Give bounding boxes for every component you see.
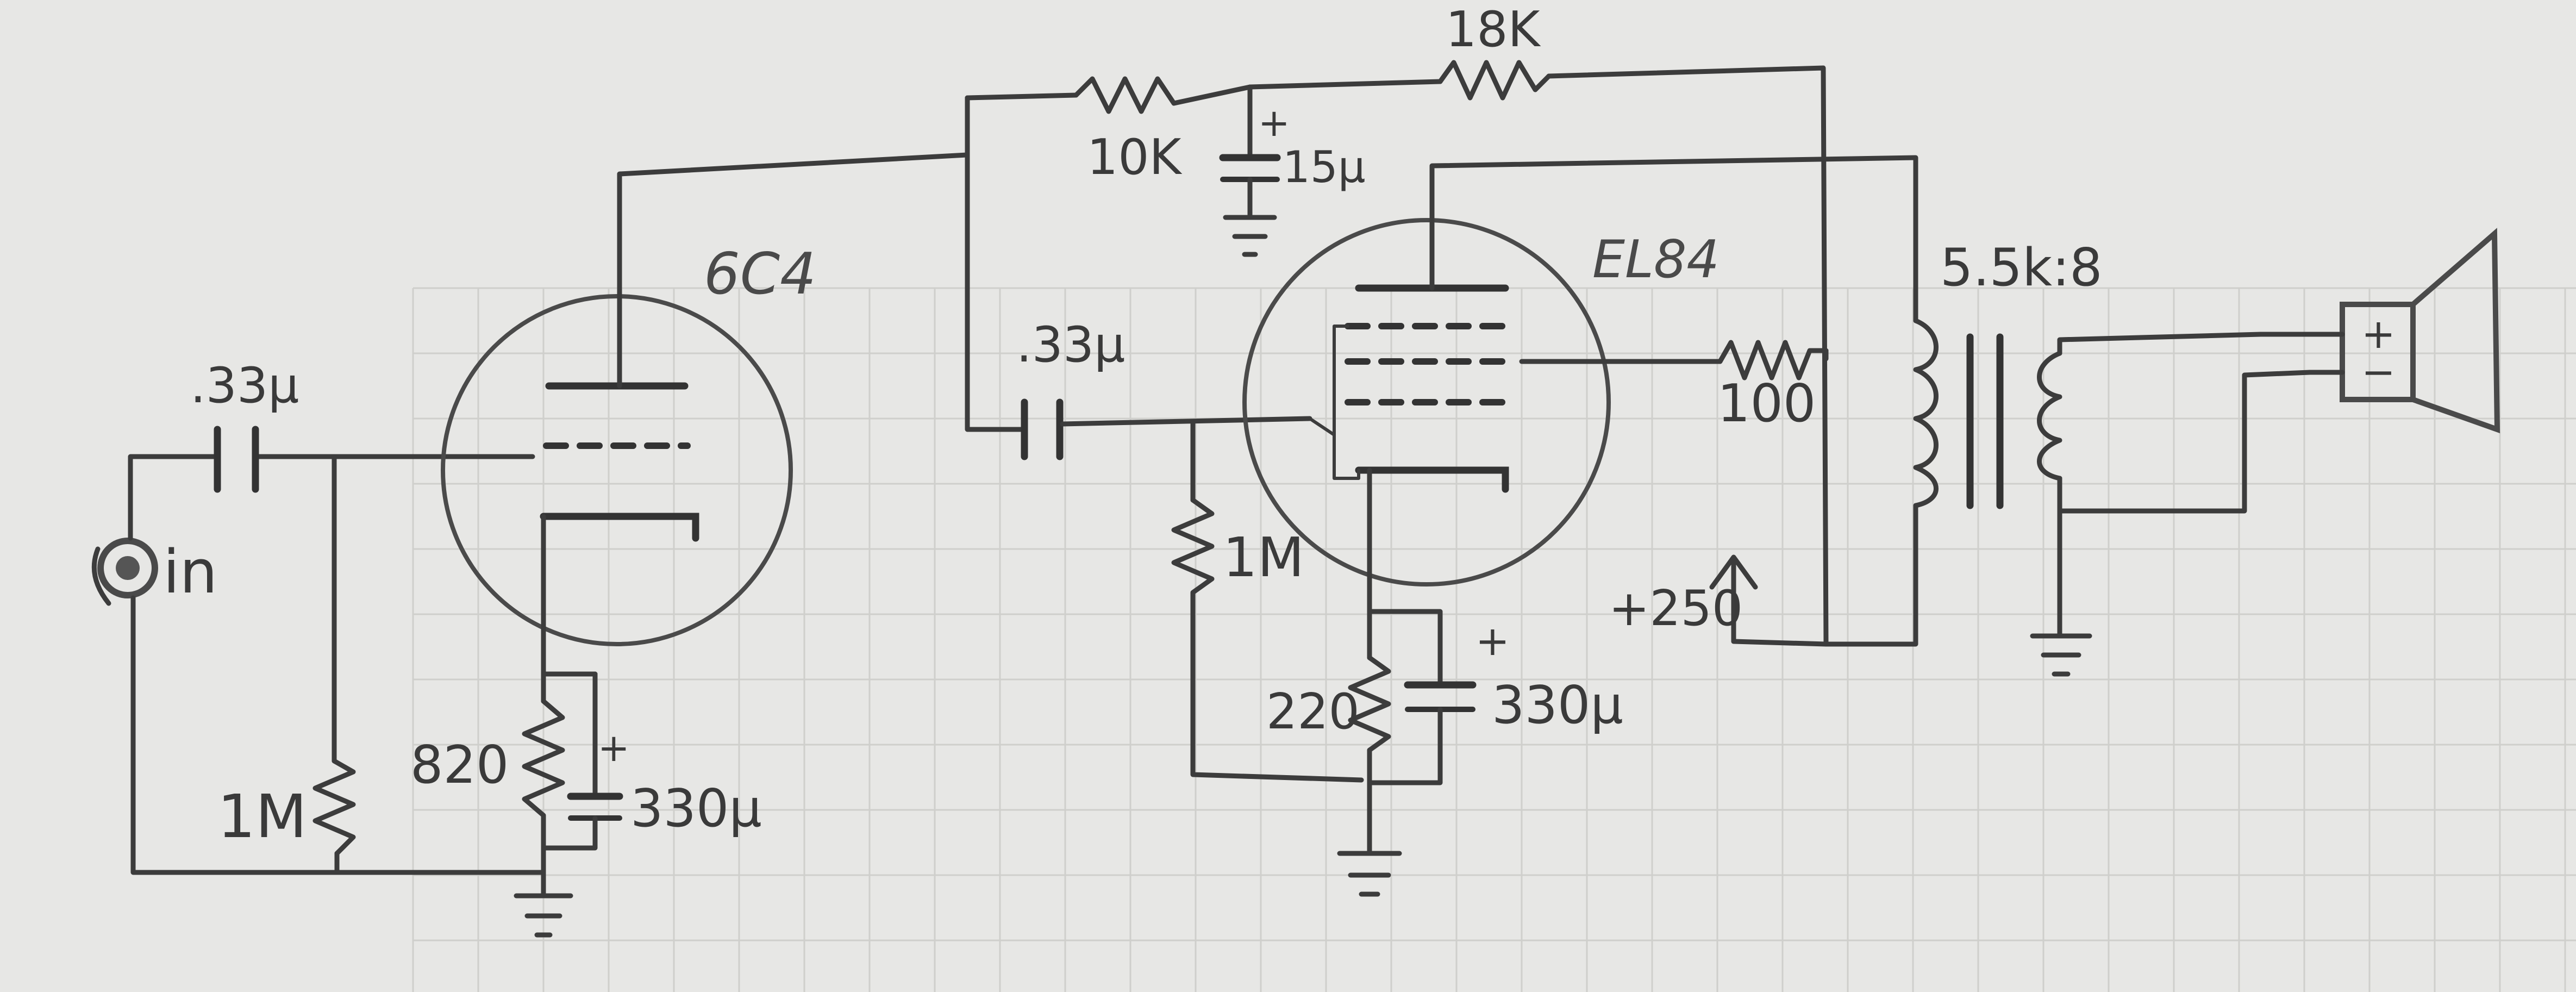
filter-capacitor <box>1219 84 1281 257</box>
cathode-resistor-2 <box>1348 655 1391 788</box>
input-capacitor-label: .33µ <box>190 357 299 414</box>
tube-el84 <box>1242 218 1611 587</box>
screen-resistor-label: 100 <box>1717 374 1816 434</box>
speaker-minus-label: − <box>2361 348 2396 396</box>
cathode-resistor-2-label: 220 <box>1266 683 1360 740</box>
cathode-capacitor-2 <box>1367 636 1477 785</box>
coupling-capacitor-label: .33µ <box>1016 316 1125 373</box>
tube-6c4-cathode <box>540 513 699 542</box>
grid-resistor-2 <box>1171 497 1364 783</box>
speaker-icon <box>2258 228 2500 434</box>
cathode-resistor-1 <box>522 698 565 875</box>
cathode-resistor-1-label: 820 <box>410 735 509 795</box>
coupling-wire-left <box>965 95 1024 432</box>
screen-resistor <box>1717 340 1829 380</box>
supply-rail <box>965 92 1079 101</box>
output-transformer <box>1913 318 2312 639</box>
output-transformer-label: 5.5k:8 <box>1940 238 2103 298</box>
supply-resistor-10k <box>1073 76 1253 114</box>
supply-resistor-10k-label: 10K <box>1087 129 1183 186</box>
input-resistor <box>312 758 356 856</box>
cathode-capacitor-1 <box>541 671 623 851</box>
b-plus-arrow <box>1709 554 1829 647</box>
input-wire-bottom <box>130 595 546 875</box>
cathode-capacitor-2-plus: + <box>1475 617 1510 665</box>
cathode-capacitor-2-label: 330µ <box>1492 676 1623 735</box>
ground-symbol-3 <box>2030 633 2092 677</box>
tube-el84-plate-wire <box>1429 155 1918 323</box>
filter-capacitor-plus: + <box>1258 101 1290 145</box>
tube-el84-cathode <box>1355 466 1509 493</box>
tube-6c4-plate-wire <box>617 152 970 389</box>
ground-symbol-1 <box>514 870 573 938</box>
graph-paper-grid <box>412 287 2576 992</box>
input-wire-top <box>128 454 220 541</box>
input-capacitor <box>214 426 259 493</box>
cathode-capacitor-1-label: 330µ <box>630 779 762 839</box>
tube-6c4 <box>441 294 793 646</box>
filter-capacitor-label: 15µ <box>1283 142 1366 192</box>
coupling-capacitor <box>1021 398 1064 460</box>
grid-resistor-2-label: 1M <box>1223 526 1304 589</box>
tube-el84-label: EL84 <box>1592 230 1720 290</box>
input-jack <box>91 538 158 606</box>
ground-symbol-2 <box>1337 783 1402 897</box>
speaker-plus-label: + <box>2361 310 2396 358</box>
supply-resistor-18k-label: 18K <box>1446 1 1541 58</box>
supply-resistor-18k <box>1437 60 1552 101</box>
b-plus-label: +250 <box>1609 580 1743 637</box>
tube-6c4-label: 6C4 <box>704 241 816 307</box>
input-resistor-label: 1M <box>217 782 307 851</box>
cathode-capacitor-1-plus: + <box>598 726 630 770</box>
input-jack-label: in <box>163 537 217 607</box>
